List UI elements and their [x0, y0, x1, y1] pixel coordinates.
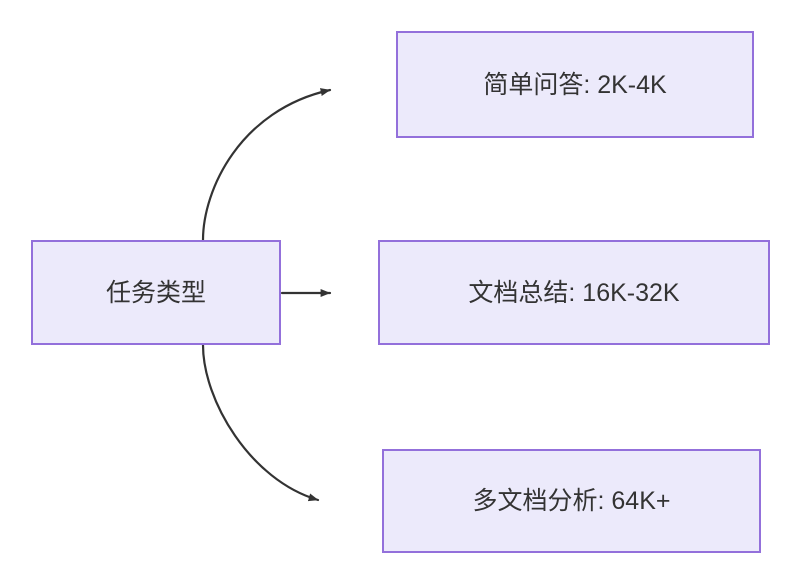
node-multi-doc-analysis-label: 多文档分析: 64K+	[472, 487, 671, 515]
edge-task-type-to-simple-qa	[201, 88, 332, 242]
node-simple-qa-label: 简单问答: 2K-4K	[483, 70, 667, 99]
node-multi-doc-analysis[interactable]: 多文档分析: 64K+	[382, 449, 761, 553]
node-doc-summary-label: 文档总结: 16K-32K	[468, 278, 680, 307]
node-simple-qa[interactable]: 简单问答: 2K-4K	[396, 31, 754, 138]
node-doc-summary[interactable]: 文档总结: 16K-32K	[378, 240, 770, 345]
node-task-type-label: 任务类型	[105, 278, 206, 307]
edge-task-type-to-multi-doc-analysis	[201, 343, 320, 502]
node-task-type[interactable]: 任务类型	[31, 240, 281, 345]
